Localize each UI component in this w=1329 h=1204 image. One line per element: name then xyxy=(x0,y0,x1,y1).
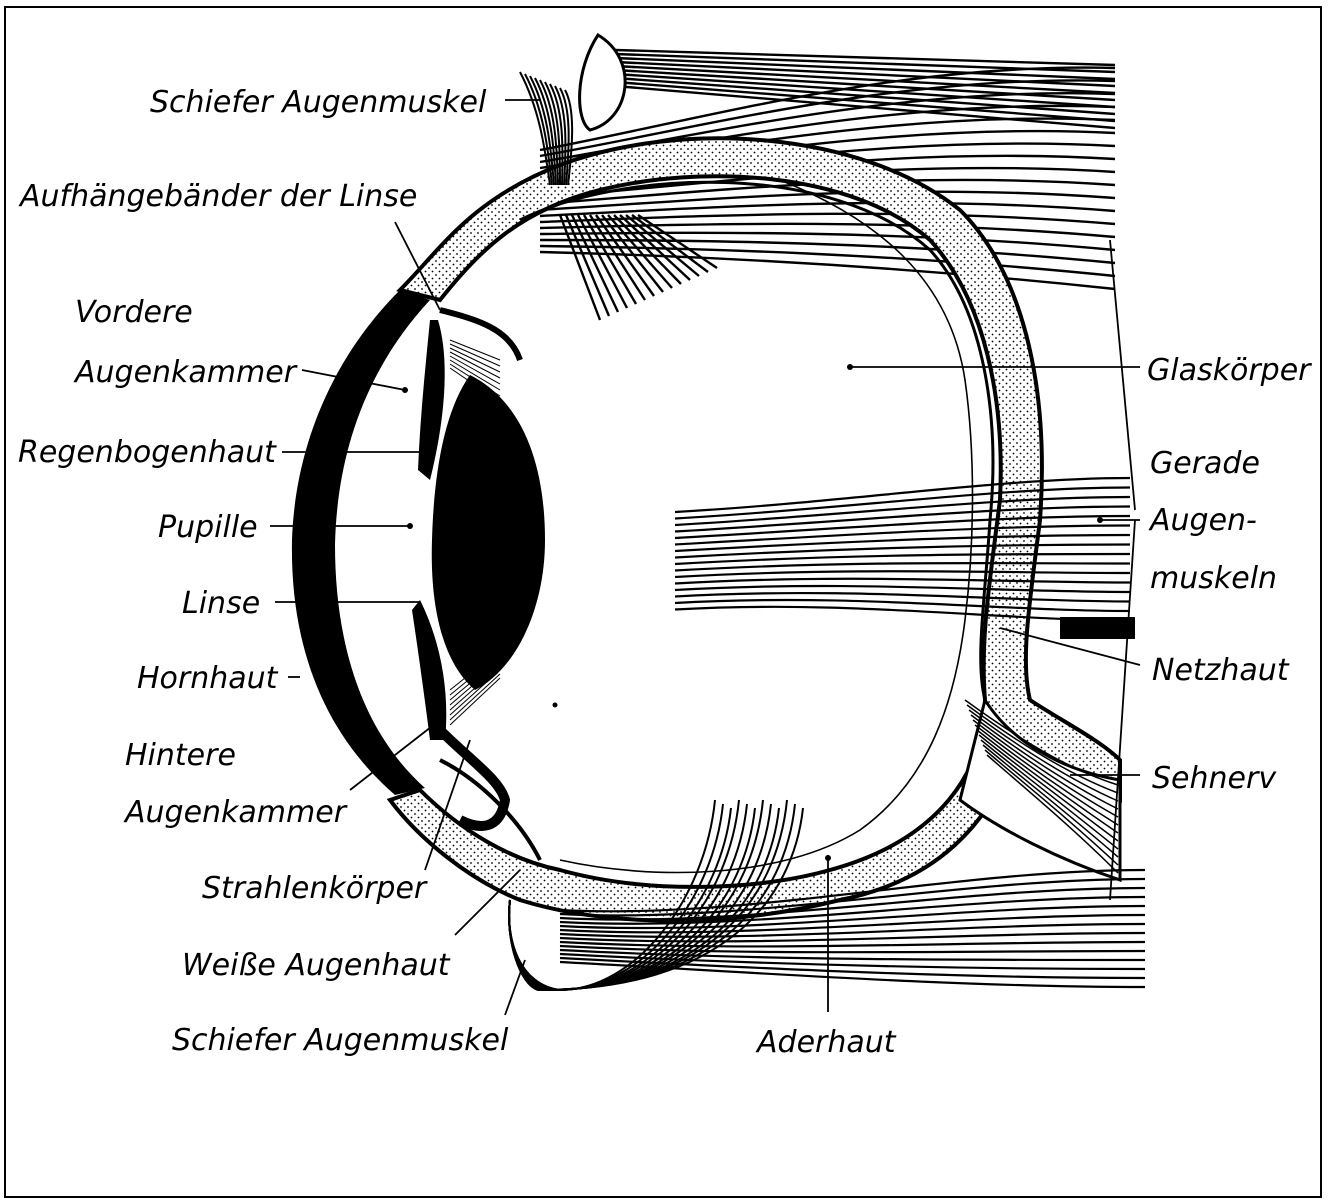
label-oblique-muscle-top: Schiefer Augenmuskel xyxy=(150,85,487,120)
label-cornea: Hornhaut xyxy=(137,661,279,696)
label-anterior-chamber-line1: Vordere xyxy=(75,295,193,330)
label-oblique-muscle-bottom: Schiefer Augenmuskel xyxy=(172,1023,509,1058)
zonule-fiber xyxy=(450,340,500,360)
label-iris: Regenbogenhaut xyxy=(18,435,277,470)
lens xyxy=(432,375,545,690)
lateral-rectus-muscle xyxy=(675,478,1130,621)
muscle-stub xyxy=(1060,617,1135,639)
muscle-fiber xyxy=(675,586,1130,592)
muscle-fiber xyxy=(675,579,1130,584)
muscle-fiber xyxy=(675,563,1130,570)
muscle-fiber xyxy=(675,600,1130,611)
muscle-fiber xyxy=(560,942,1145,946)
zonule-fiber xyxy=(450,344,500,366)
label-choroid: Aderhaut xyxy=(755,1025,897,1060)
label-vitreous-body: Glaskörper xyxy=(1147,353,1312,388)
label-optic-nerve: Sehnerv xyxy=(1152,761,1277,796)
label-rectus-muscles-line2: Augen- xyxy=(1148,503,1257,538)
muscle-fiber xyxy=(540,192,1115,210)
label-pupil: Pupille xyxy=(158,510,258,545)
label-ciliary-body: Strahlenkörper xyxy=(202,871,428,906)
label-retina: Netzhaut xyxy=(1152,653,1290,688)
cornea xyxy=(292,290,430,795)
muscle-fiber xyxy=(675,571,1130,577)
muscle-fiber xyxy=(566,215,609,316)
label-suspensory-ligaments: Aufhängebänder der Linse xyxy=(18,179,417,214)
label-anterior-chamber-line2: Augenkammer xyxy=(73,355,298,390)
label-posterior-chamber-line2: Augenkammer xyxy=(123,795,348,830)
label-sclera: Weiße Augenhaut xyxy=(182,948,451,983)
label-posterior-chamber-line1: Hintere xyxy=(125,738,236,773)
label-lens: Linse xyxy=(182,586,260,621)
muscle-fiber xyxy=(675,507,1130,532)
label-rectus-muscles-line1: Gerade xyxy=(1150,446,1260,481)
label-rectus-muscles-line3: muskeln xyxy=(1150,561,1277,596)
